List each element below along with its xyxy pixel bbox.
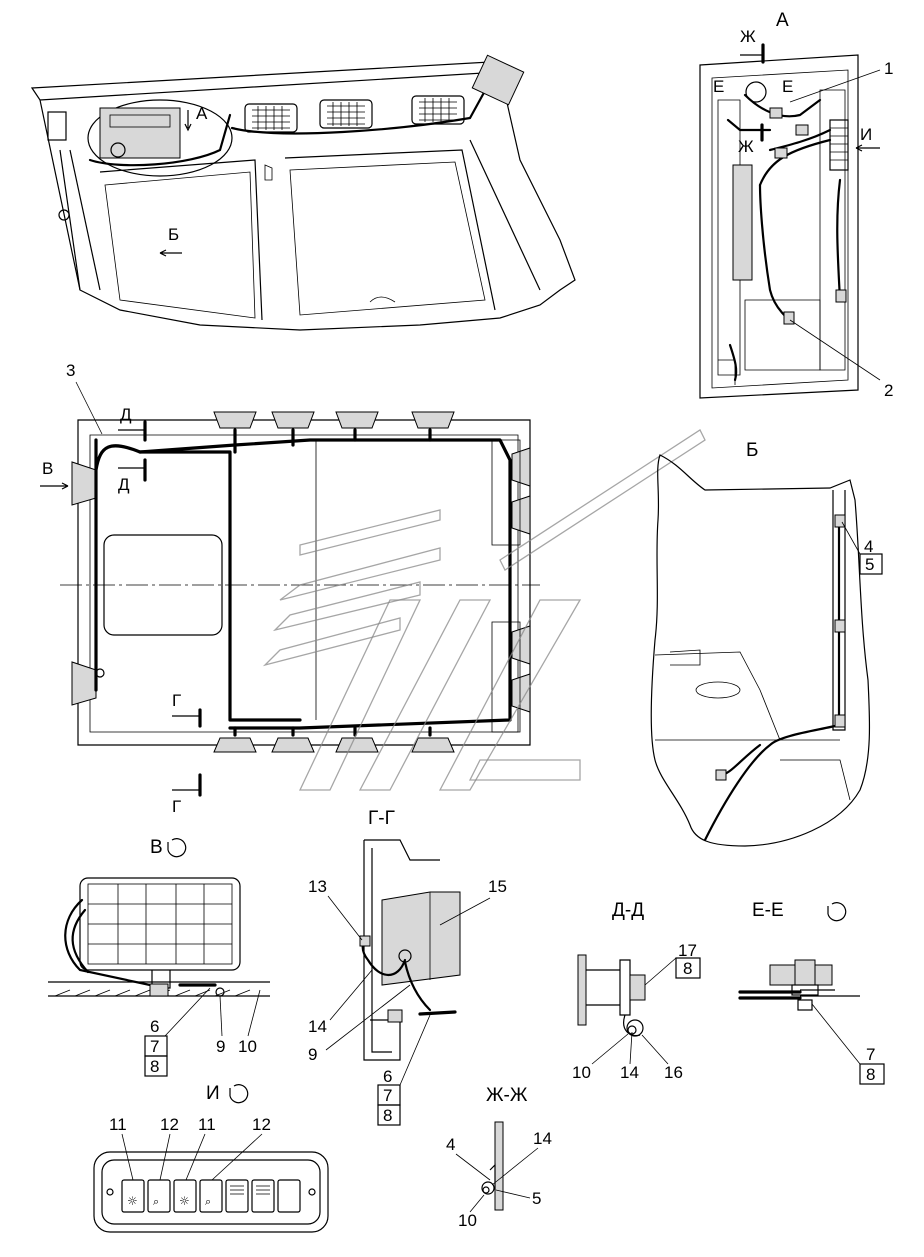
section-dd-title: Д-Д	[612, 900, 644, 921]
marker-zh-top: Ж	[740, 27, 756, 46]
lamp-icon-2: ⌕	[205, 1195, 211, 1208]
callout-5: 5	[865, 555, 874, 574]
callout-8-v: 8	[150, 1057, 159, 1076]
marker-i: И	[860, 125, 872, 144]
view-v-drawing	[48, 877, 270, 997]
view-i-title: И	[206, 1083, 220, 1104]
lamp-icon-1: ⌕	[153, 1195, 159, 1208]
callout-10-v: 10	[238, 1037, 257, 1056]
callout-3: 3	[66, 361, 75, 380]
callout-8-e: 8	[866, 1065, 875, 1084]
callout-8-g: 8	[383, 1106, 392, 1125]
rotate-icon-i	[229, 1084, 249, 1104]
callout-4: 4	[864, 537, 873, 556]
callout-7-e: 7	[866, 1045, 875, 1064]
callout-9-g: 9	[308, 1045, 317, 1064]
view-b-drawing	[650, 454, 871, 847]
sun-icon-2: ☼	[179, 1194, 190, 1208]
marker-d-bottom: Д	[118, 475, 130, 494]
rotate-icon-e	[827, 902, 847, 922]
view-a-drawing	[699, 54, 859, 399]
callout-8-d: 8	[683, 959, 692, 978]
view-a-title: А	[776, 10, 789, 31]
section-gg-drawing	[359, 839, 461, 1061]
marker-e-right: Е	[782, 77, 793, 96]
view-v-title: В	[150, 837, 163, 858]
callout-10-zh: 10	[458, 1211, 477, 1230]
callout-7-g: 7	[383, 1086, 392, 1105]
callout-11-a: 11	[109, 1115, 127, 1134]
watermark-logo	[262, 429, 706, 791]
callout-10-d: 10	[572, 1063, 591, 1082]
arrow-v	[40, 482, 69, 490]
callout-13: 13	[308, 877, 327, 896]
callout-14-zh: 14	[533, 1129, 552, 1148]
callout-7-v: 7	[150, 1037, 159, 1056]
section-zhzh-drawing	[481, 1121, 504, 1211]
arrow-i	[855, 144, 880, 152]
marker-b: Б	[168, 225, 179, 244]
callout-6-g: 6	[383, 1067, 392, 1086]
callout-5-zh: 5	[532, 1189, 541, 1208]
roof-vent-2	[319, 99, 373, 129]
callout-14-d: 14	[620, 1063, 639, 1082]
cab-perspective-view	[30, 54, 576, 331]
callout-14-g: 14	[308, 1017, 327, 1036]
marker-v: В	[42, 459, 53, 478]
section-dd-drawing	[577, 954, 646, 1037]
callout-15: 15	[488, 877, 507, 896]
section-zhzh-title: Ж-Ж	[486, 1085, 528, 1106]
arrow-a	[184, 110, 192, 132]
callout-12-b: 12	[252, 1115, 271, 1134]
callout-9-v: 9	[216, 1037, 225, 1056]
rotate-icon-v	[167, 838, 187, 858]
section-gg-title: Г-Г	[368, 808, 395, 829]
marker-g-bottom: Г	[172, 797, 181, 816]
switch-panel: ☼ ⌕ ☼ ⌕	[93, 1151, 329, 1233]
arrow-b	[159, 249, 182, 257]
marker-g-top: Г	[172, 691, 181, 710]
callout-12-a: 12	[160, 1115, 179, 1134]
marker-zh-bottom: Ж	[738, 137, 754, 156]
marker-a: А	[196, 104, 208, 123]
callout-1: 1	[884, 59, 893, 78]
callout-16: 16	[664, 1063, 683, 1082]
marker-d-top: Д	[120, 405, 132, 424]
marker-e-left: Е	[713, 77, 724, 96]
callout-4-zh: 4	[446, 1135, 455, 1154]
view-b-title: Б	[746, 440, 758, 461]
section-ee-title: Е-Е	[752, 900, 784, 921]
roof-vent-1	[244, 103, 298, 133]
callout-6-v: 6	[150, 1017, 159, 1036]
section-ee-drawing	[738, 959, 860, 1011]
callout-11-b: 11	[198, 1115, 216, 1134]
roof-plan-view	[60, 411, 540, 753]
callout-2: 2	[884, 381, 893, 400]
callout-17: 17	[678, 941, 697, 960]
sun-icon-1: ☼	[127, 1194, 138, 1208]
